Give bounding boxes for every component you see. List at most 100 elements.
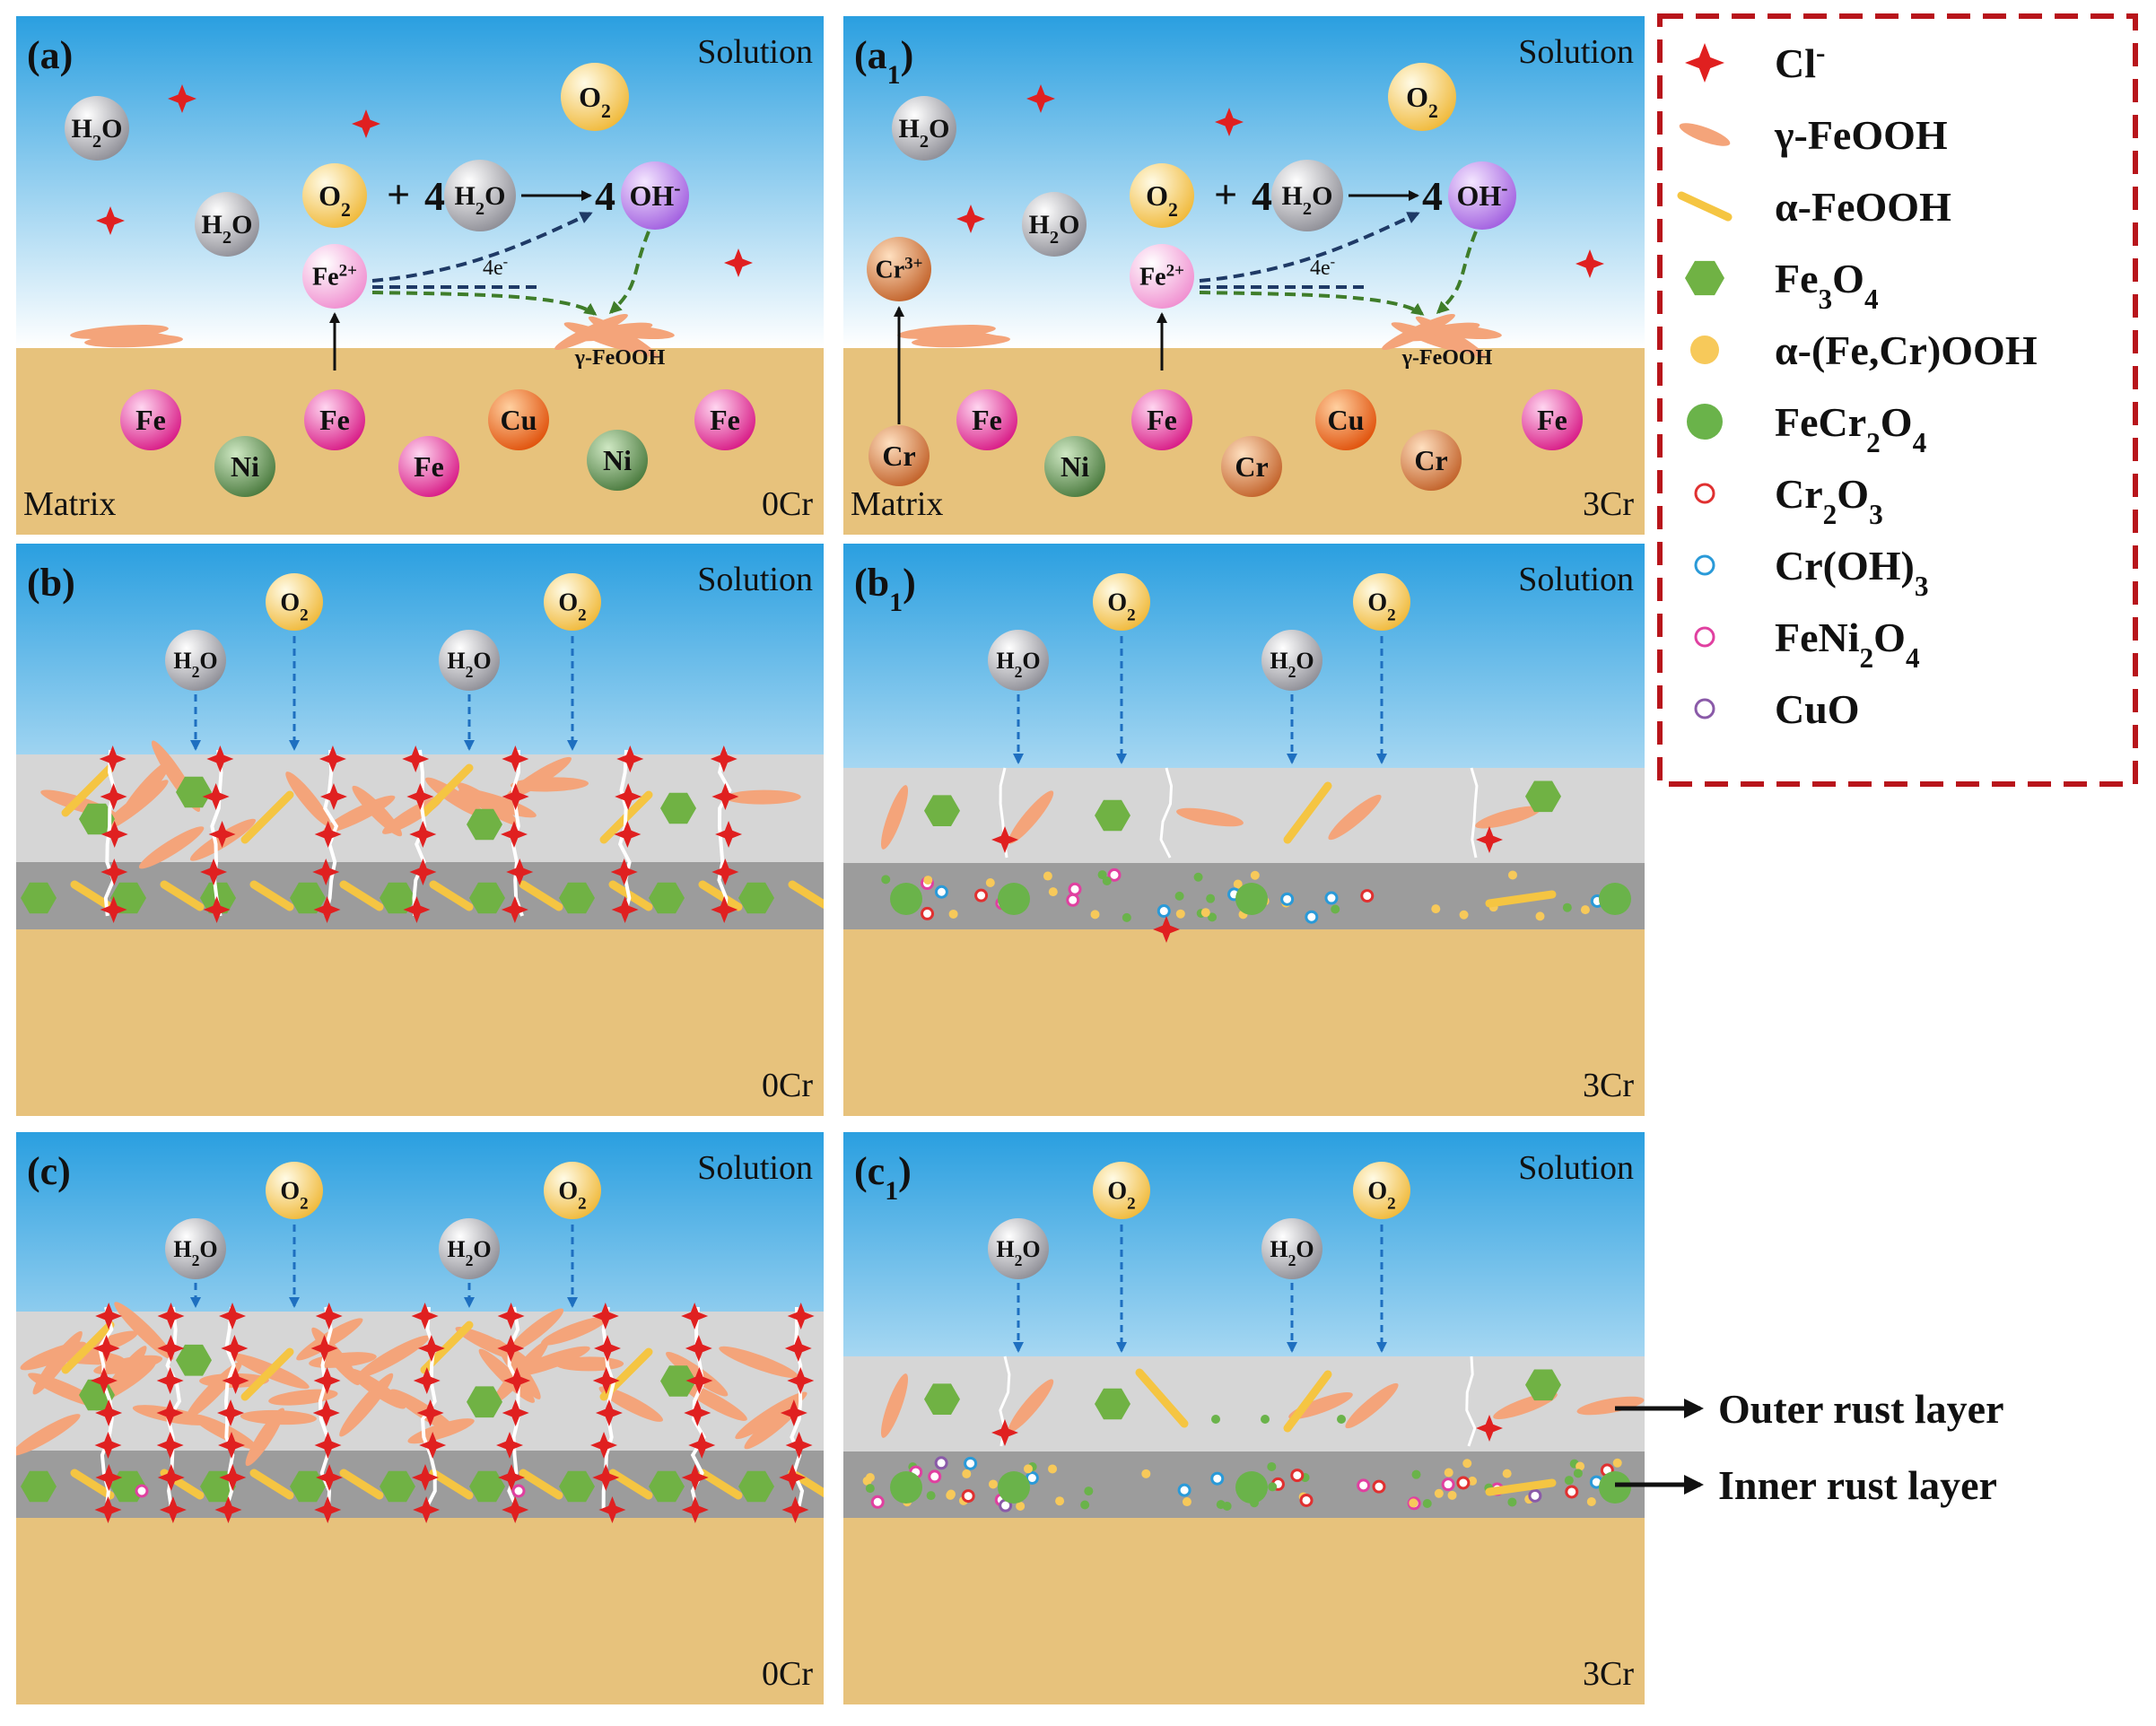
fe3o4-particle <box>467 1386 502 1418</box>
o2-molecule-sphere <box>1353 573 1410 631</box>
alpha-fecr-ooh-particle <box>1431 904 1441 914</box>
cr2o3-particle <box>1068 882 1082 896</box>
h2o-molecule-label-part: O <box>101 114 122 144</box>
reaction-coef-oh-part: 4 <box>595 173 615 219</box>
panel-label-part: (c <box>854 1149 885 1193</box>
legend-label: FeNi2O4 <box>1775 615 1920 674</box>
electrons-label-part: - <box>1331 253 1335 270</box>
chloride-ion <box>991 1419 1018 1446</box>
chloride-ion <box>219 1303 247 1329</box>
legend-label-part: 4 <box>1864 283 1879 315</box>
chloride-ion <box>496 1432 524 1459</box>
gamma-feooh-particle <box>912 334 1010 348</box>
reaction-oh-label: OH- <box>1456 178 1507 212</box>
reaction-h2o-label-part: 2 <box>1303 199 1312 219</box>
o2-molecule-sphere <box>1388 63 1456 131</box>
alpha-feooh-particle <box>249 1469 294 1500</box>
h2o-molecule: H2O <box>65 96 129 161</box>
alpha-fecr-ooh-particle <box>923 876 933 885</box>
matrix-atom-ni-label-part: Ni <box>1061 450 1089 483</box>
legend-label-part: Fe <box>1775 256 1819 301</box>
reaction-o2-label-part: O <box>1146 179 1168 212</box>
alpha-feooh-particle <box>519 1469 563 1500</box>
reaction-h2o-label-part: 2 <box>476 199 484 219</box>
reaction-plus-part: + <box>387 171 410 217</box>
o2-molecule-label: O2 <box>558 589 586 625</box>
legend: Cl-γ-FeOOHα-FeOOHFe3O4α-(Fe,Cr)OOHFeCr2O… <box>1657 13 2138 787</box>
fe3o4-particle <box>660 1365 696 1397</box>
h2o-molecule-label-part: O <box>199 648 217 674</box>
matrix-atom-ni: Ni <box>1044 436 1105 497</box>
cr2o3-particle <box>1066 893 1080 907</box>
chloride-ion <box>214 1496 242 1523</box>
matrix-atom-cu-label: Cu <box>501 404 537 436</box>
fe3o4-particle <box>469 1470 505 1503</box>
h2o-molecule-label-part: 2 <box>1288 663 1296 681</box>
reaction-oh-label-part: OH <box>629 179 674 212</box>
electrons-label-part: 4e <box>1310 257 1331 280</box>
fe2-ion-label-part: 2+ <box>339 261 357 280</box>
cr2o3-particle <box>1210 1471 1225 1486</box>
fecr2o4-particle <box>1102 876 1112 885</box>
alpha-fecr-ooh-particle <box>1250 870 1260 880</box>
panel-label: (b) <box>27 561 75 605</box>
fe3o4-particle <box>738 1470 774 1503</box>
h2o-molecule-label: H2O <box>173 1236 217 1269</box>
fe3o4-particle <box>1525 780 1561 813</box>
o2-molecule-sphere <box>561 63 629 131</box>
legend-label-part: 2 <box>1866 427 1881 458</box>
crack <box>1470 767 1479 859</box>
legend-item-fecr2o4: FeCr2O4 <box>1687 399 1927 458</box>
fe3o4-particle <box>1095 1388 1130 1420</box>
fe3o4-particle <box>649 1470 685 1503</box>
chloride-ion <box>497 1303 525 1329</box>
gamma-feooh-particle <box>1176 807 1244 827</box>
fecr2o4-particle <box>1122 912 1131 922</box>
reaction-coef-oh: 4 <box>1422 173 1443 219</box>
chloride-ion <box>711 896 738 923</box>
legend-label-part: O <box>1881 399 1913 445</box>
alpha-fecr-ooh-particle <box>1175 909 1185 919</box>
o2-molecule: O2 <box>544 1162 601 1219</box>
chloride-ion <box>417 1335 445 1362</box>
matrix-label: Matrix <box>851 485 943 523</box>
gamma-feooh-particle <box>511 1346 590 1377</box>
fe2-ion-label-part: Fe <box>1139 264 1166 292</box>
gamma-feooh-particle <box>1008 790 1054 844</box>
alpha-feooh-particle <box>429 880 474 911</box>
fe3o4-particle <box>110 882 146 914</box>
h2o-molecule-label: H2O <box>899 114 950 152</box>
panel-label-part: (a <box>854 33 887 77</box>
chloride-ion <box>411 1464 439 1491</box>
electrons-label-part: - <box>503 253 508 270</box>
o2-molecule-label-part: O <box>280 589 300 617</box>
h2o-molecule-label-part: 2 <box>466 1251 474 1269</box>
matrix-atom-cr: Cr <box>1221 436 1282 497</box>
fecr2o4-particle <box>1235 883 1268 915</box>
legend-label: Fe3O4 <box>1775 256 1879 315</box>
reaction-coef-oh-part: 4 <box>1422 173 1443 219</box>
chloride-ion <box>312 1399 340 1426</box>
chloride-ion <box>681 1496 709 1523</box>
legend-label-part: α-FeOOH <box>1775 184 1951 230</box>
chloride-ion <box>787 1367 815 1394</box>
feni2o4-particle <box>135 1484 149 1498</box>
matrix-atom-fe-label-part: Fe <box>1537 404 1567 436</box>
h2o-molecule-sphere <box>165 630 226 691</box>
o2-molecule-sphere <box>544 1162 601 1219</box>
reaction-o2: O2 <box>302 163 367 228</box>
alpha-feooh-particle <box>420 763 474 817</box>
alpha-fecr-ooh-particle <box>1048 1464 1058 1474</box>
fecr2o4-particle <box>1599 1471 1631 1504</box>
cr2o3-particle <box>1299 1493 1314 1507</box>
legend-label-part: 3 <box>1915 571 1929 602</box>
chloride-ion <box>314 1432 342 1459</box>
cr3-ion-label-part: 3+ <box>904 254 922 273</box>
chloride-ion <box>409 859 437 885</box>
fecr2o4-particle <box>1411 1469 1421 1479</box>
alloy-label-part: 3Cr <box>1583 1655 1634 1693</box>
h2o-molecule: H2O <box>165 1218 226 1279</box>
legend-item-feni2o4: FeNi2O4 <box>1694 615 1920 674</box>
chloride-ion <box>416 1399 444 1426</box>
fe3o4-particle <box>176 1344 212 1376</box>
